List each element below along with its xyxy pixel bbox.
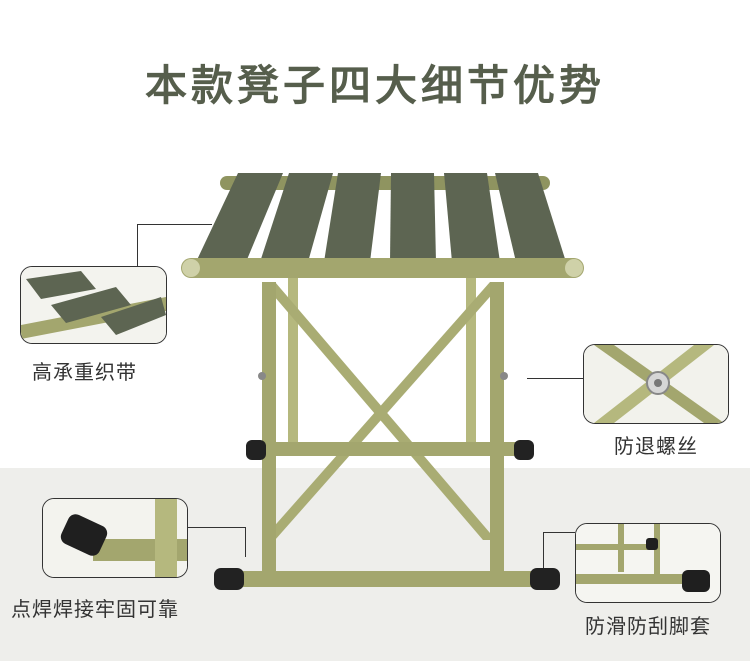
page-title: 本款凳子四大细节优势 — [144, 61, 605, 110]
connector-line-foot — [543, 532, 575, 533]
foot-detail-image — [576, 524, 720, 602]
screw-right — [500, 372, 508, 380]
strap-detail-image — [21, 267, 166, 343]
label-weld: 点焊焊接牢固可靠 — [11, 597, 179, 621]
connector-line-strap — [137, 224, 212, 225]
foot-cap-front-right — [530, 568, 560, 590]
callout-weld — [42, 498, 188, 578]
front-seat-bar — [181, 258, 584, 278]
connector-line-screw — [527, 378, 584, 379]
label-screw: 防退螺丝 — [614, 434, 698, 458]
label-strap: 高承重织带 — [32, 360, 137, 384]
connector-line-weld — [186, 527, 246, 528]
seat-straps — [196, 173, 566, 262]
foot-cap-back-right — [514, 440, 534, 460]
label-foot: 防滑防刮脚套 — [585, 614, 711, 638]
screw-detail-image — [584, 345, 728, 423]
weld-detail-image — [43, 499, 187, 577]
front-leg-right — [490, 282, 504, 582]
back-bottom-bar — [248, 442, 532, 456]
callout-foot — [575, 523, 721, 603]
cross-leg-b — [262, 282, 503, 540]
back-leg-right — [466, 270, 476, 450]
callout-strap — [20, 266, 167, 344]
back-leg-left — [288, 270, 298, 450]
connector-line-foot-vertical — [543, 532, 544, 568]
connector-line-weld-vertical — [245, 527, 246, 557]
front-leg-left — [262, 282, 276, 582]
front-bottom-bar — [218, 571, 556, 587]
foot-cap-back-left — [246, 440, 266, 460]
callout-screw — [583, 344, 729, 424]
connector-line-strap-vertical — [137, 224, 138, 267]
screw-left — [258, 372, 266, 380]
foot-cap-front-left — [214, 568, 244, 590]
